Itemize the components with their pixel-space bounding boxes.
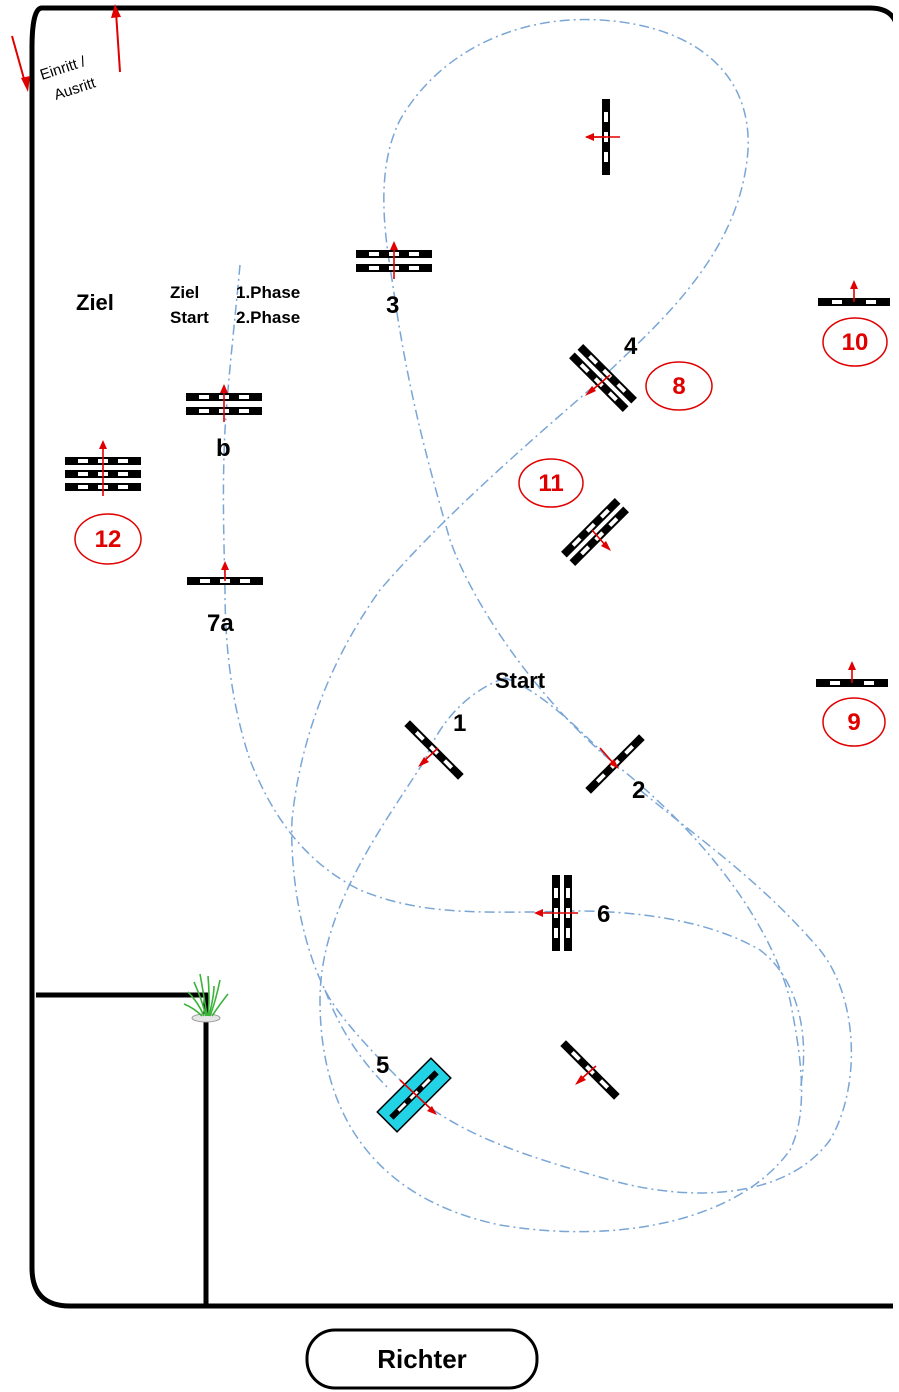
oxer-b-icon (186, 383, 262, 423)
triple-bar-12-icon (65, 440, 141, 496)
arena-fence (29, 5, 899, 1309)
phase-info-start: Start (170, 308, 209, 327)
number-circle-10 (822, 317, 888, 367)
vertical-9-icon (816, 661, 888, 687)
vertical-7a-icon (187, 561, 263, 585)
number-circle-12 (74, 513, 142, 565)
start-label: Start (495, 668, 546, 693)
number-circle-8 (645, 361, 713, 411)
enclosure-line (36, 992, 209, 1306)
track-line (222, 18, 853, 1233)
obstacle-label-7a: 7a (207, 610, 234, 637)
judge-label: Richter (377, 1344, 467, 1374)
obstacle-label-1: 1 (453, 710, 466, 737)
obstacle-label-8: 8 (672, 373, 685, 400)
vertical-10-icon (818, 280, 890, 306)
obstacle-label-10: 10 (842, 329, 869, 356)
obstacle-label-11: 11 (538, 470, 563, 497)
phase-info-ziel: Ziel (170, 283, 199, 302)
obstacle-label-3: 3 (386, 292, 399, 319)
oxer-3-icon (356, 240, 432, 280)
finish-label: Ziel (76, 290, 114, 315)
oxer-11-icon (561, 498, 629, 566)
vertical-lower-icon (560, 1040, 620, 1100)
obstacle-label-b: b (216, 435, 231, 462)
obstacle-label-9: 9 (847, 709, 860, 736)
water-ditch-5-icon (376, 1057, 452, 1133)
judge-box (305, 1328, 539, 1390)
entry-exit-arrows (11, 4, 121, 92)
number-circle-11 (518, 458, 584, 508)
phase-info-phase2: 2.Phase (236, 308, 300, 327)
number-circle-9 (822, 697, 886, 747)
phase-info-phase1: 1.Phase (236, 283, 300, 302)
obstacle-label-12: 12 (95, 526, 122, 553)
grass-plant-icon (183, 973, 229, 1023)
obstacle-label-5: 5 (376, 1052, 389, 1079)
obstacle-label-6: 6 (597, 901, 610, 928)
obstacle-label-4: 4 (624, 333, 638, 360)
obstacle-label-2: 2 (632, 777, 645, 804)
